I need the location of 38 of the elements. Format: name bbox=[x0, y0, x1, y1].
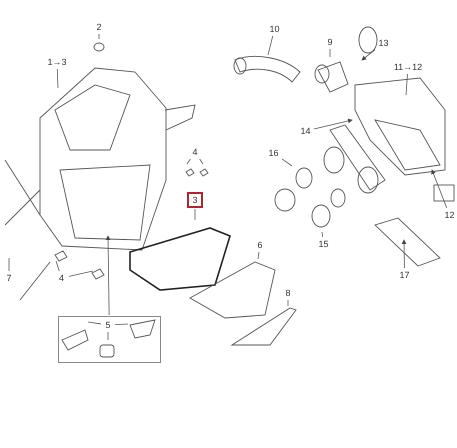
callout-number: 4 bbox=[55, 272, 68, 284]
leader-line bbox=[68, 270, 94, 277]
callout-number: 8 bbox=[282, 287, 294, 299]
leader-line bbox=[402, 239, 406, 268]
callout-number: 13 bbox=[376, 37, 391, 49]
callout-number: 9 bbox=[324, 36, 336, 48]
callout-number: 5 bbox=[102, 319, 114, 331]
callout-number: 2 bbox=[93, 21, 105, 33]
leader-line bbox=[56, 68, 58, 88]
callout-number: 16 bbox=[266, 147, 281, 159]
callout-number: 17 bbox=[397, 269, 412, 281]
callout-number: 10 bbox=[267, 23, 282, 35]
callout-number: 7 bbox=[3, 272, 15, 284]
callout-number: 6 bbox=[254, 239, 266, 251]
callout-number: 11→12 bbox=[393, 61, 423, 73]
leader-line bbox=[114, 324, 128, 326]
leader-line bbox=[98, 34, 100, 40]
callout-number: 14 bbox=[298, 125, 313, 137]
leader-line bbox=[186, 158, 191, 164]
leader-line bbox=[56, 260, 60, 272]
leader-line bbox=[361, 49, 376, 60]
highlighted-callout-number: 3 bbox=[187, 192, 203, 208]
callout-number: 1→3 bbox=[44, 56, 70, 68]
leader-line bbox=[88, 322, 102, 324]
leader-line bbox=[406, 74, 408, 96]
leader-line bbox=[8, 258, 10, 272]
leader-line bbox=[194, 208, 196, 220]
inset-frame bbox=[58, 316, 161, 363]
callout-number: 4 bbox=[189, 146, 201, 158]
leader-line bbox=[314, 118, 353, 130]
leader-line bbox=[199, 158, 204, 164]
leader-line bbox=[106, 235, 110, 316]
callout-number: 15 bbox=[316, 238, 331, 250]
leader-line bbox=[258, 252, 260, 260]
leader-line bbox=[268, 36, 274, 56]
callout-number: 12 bbox=[443, 209, 456, 221]
leader-line bbox=[282, 158, 292, 166]
leader-line bbox=[322, 232, 324, 238]
